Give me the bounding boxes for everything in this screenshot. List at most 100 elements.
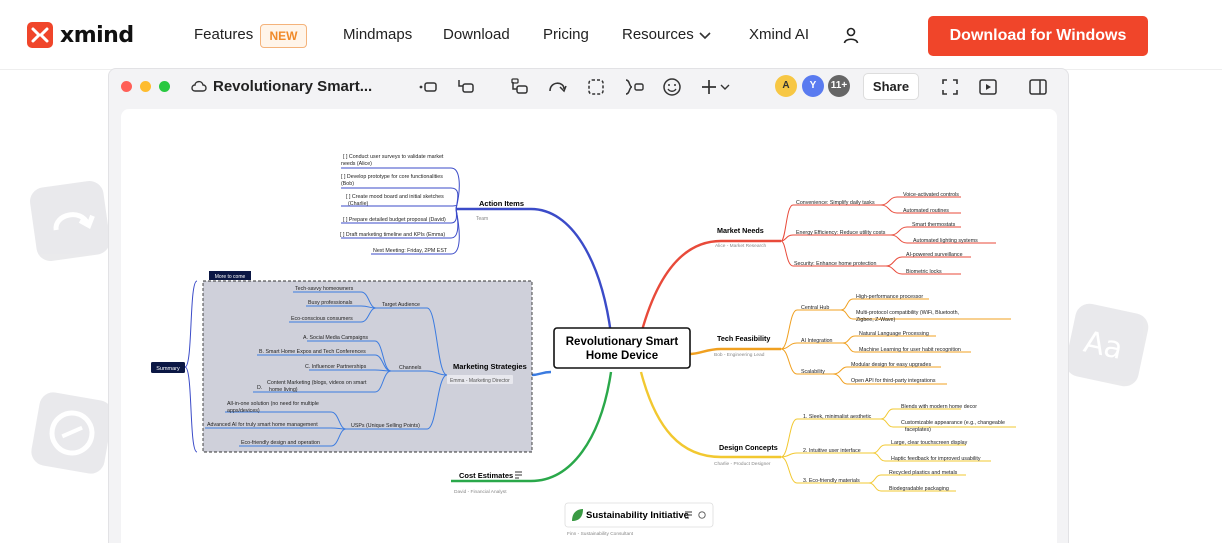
xmind-app-window: Revolutionary Smart... A Y 11+ Share Rev… <box>108 68 1069 543</box>
action-item[interactable]: [ ] Prepare detailed budget proposal (Da… <box>343 217 446 223</box>
share-button[interactable]: Share <box>863 73 919 100</box>
list-item[interactable]: AI-powered surveillance <box>906 252 963 258</box>
avatar[interactable]: A <box>775 75 797 97</box>
list-item[interactable]: Customizable appearance (e.g., changeabl… <box>901 420 1005 426</box>
list-item[interactable]: Biometric locks <box>906 269 942 275</box>
marketing-boundary[interactable] <box>202 280 533 453</box>
subtopic-usps[interactable]: USPs (Unique Selling Points) <box>351 423 420 429</box>
topic-cost-estimates[interactable]: Cost Estimates <box>459 471 513 480</box>
list-item[interactable]: Smart thermostats <box>912 222 956 228</box>
summary-badge[interactable] <box>151 362 185 373</box>
notes-icon[interactable] <box>515 471 522 479</box>
close-window-button[interactable] <box>121 81 132 92</box>
nav-xmind-ai[interactable]: Xmind AI <box>749 26 810 43</box>
nav-pricing[interactable]: Pricing <box>543 26 589 43</box>
fullscreen-icon[interactable] <box>940 77 960 97</box>
pitch-mode-icon[interactable] <box>978 77 998 97</box>
summary-icon[interactable] <box>624 77 644 97</box>
emoji-icon[interactable] <box>662 77 682 97</box>
action-item[interactable]: [ ] Draft marketing timeline and KPIs (E… <box>340 232 445 238</box>
topic-market-needs[interactable]: Market Needs <box>717 226 764 235</box>
relationship-icon[interactable] <box>547 77 567 97</box>
boundary-icon[interactable] <box>586 77 606 97</box>
list-item[interactable]: Automated routines <box>903 208 949 214</box>
minimize-window-button[interactable] <box>140 81 151 92</box>
list-item[interactable]: C. Influencer Partnerships <box>305 364 367 370</box>
boundary-label: More to come <box>215 274 246 280</box>
history-icon[interactable] <box>698 511 706 519</box>
action-item[interactable]: [ ] Conduct user surveys to validate mar… <box>343 154 444 160</box>
list-item[interactable]: Automated lighting systems <box>913 238 978 244</box>
topic-tech-feasibility[interactable]: Tech Feasibility <box>717 334 770 343</box>
subtopic-market[interactable]: Security: Enhance home protection <box>794 261 876 267</box>
list-item[interactable]: Multi-protocol compatibility (WiFi, Blue… <box>856 310 959 316</box>
topic-design-concepts[interactable]: Design Concepts <box>719 443 778 452</box>
download-windows-button[interactable]: Download for Windows <box>928 16 1148 56</box>
list-item[interactable]: A. Social Media Campaigns <box>303 335 368 341</box>
list-item[interactable]: Recycled plastics and metals <box>889 470 958 476</box>
list-item[interactable]: All-in-one solution (no need for multipl… <box>227 401 319 407</box>
chevron-down-icon[interactable] <box>699 28 711 46</box>
insert-parent-icon[interactable] <box>509 77 529 97</box>
list-item[interactable]: Advanced AI for truly smart home managem… <box>207 422 318 428</box>
subtopic-design[interactable]: 1. Sleek, minimalist aesthetic <box>803 414 872 420</box>
subtopic-market[interactable]: Convenience: Simplify daily tasks <box>796 200 875 206</box>
list-item[interactable]: Biodegradable packaging <box>889 486 949 492</box>
add-topic-icon[interactable] <box>418 77 438 97</box>
nav-download[interactable]: Download <box>443 26 510 43</box>
central-topic[interactable] <box>553 327 691 369</box>
xmind-logo-icon <box>27 22 53 48</box>
document-title[interactable]: Revolutionary Smart... <box>213 78 373 95</box>
list-item[interactable]: High-performance processor <box>856 294 923 300</box>
list-item[interactable]: Machine Learning for user habit recognit… <box>859 347 961 353</box>
tech-branches <box>780 298 1011 385</box>
action-item[interactable]: [ ] Develop prototype for core functiona… <box>341 174 443 180</box>
floating-topic-sustainability[interactable] <box>564 502 714 528</box>
action-item[interactable]: [ ] Create mood board and initial sketch… <box>346 194 444 200</box>
list-item[interactable]: Large, clear touchscreen display <box>891 440 968 446</box>
list-item[interactable]: Tech-savvy homeowners <box>295 286 354 292</box>
subtopic-tech[interactable]: AI Integration <box>801 338 833 344</box>
redo-tile-icon <box>28 179 112 263</box>
side-panel-icon[interactable] <box>1028 77 1048 97</box>
mindmap-canvas[interactable]: Revolutionary Smart Home Device Action I… <box>121 109 1057 543</box>
subtopic-channels[interactable]: Channels <box>399 365 422 371</box>
subtopic-target-audience[interactable]: Target Audience <box>382 302 420 308</box>
list-item[interactable]: Eco-conscious consumers <box>291 316 353 322</box>
nav-features[interactable]: Features <box>194 26 254 43</box>
subtopic-design[interactable]: 2. Intuitive user interface <box>803 448 861 454</box>
add-subtopic-icon[interactable] <box>455 77 475 97</box>
svg-text:Aa: Aa <box>1081 325 1126 367</box>
nav-resources[interactable]: Resources <box>622 26 694 43</box>
list-item[interactable]: Haptic feedback for improved usability <box>891 456 981 462</box>
marketing-branches <box>205 291 448 447</box>
maximize-window-button[interactable] <box>159 81 170 92</box>
list-item[interactable]: Eco-friendly design and operation <box>241 440 320 446</box>
subtopic-tech[interactable]: Scalability <box>801 369 825 375</box>
nav-mindmaps[interactable]: Mindmaps <box>343 26 413 43</box>
notes-icon[interactable] <box>685 511 692 519</box>
list-item[interactable]: Natural Language Processing <box>859 331 929 337</box>
leaf-icon <box>572 509 583 521</box>
list-item[interactable]: Busy professionals <box>308 300 353 306</box>
list-item[interactable]: Blends with modern home decor <box>901 404 977 410</box>
list-item[interactable]: Modular design for easy upgrades <box>851 362 931 368</box>
action-item: (Charlie) <box>348 201 369 207</box>
user-icon[interactable] <box>842 26 860 49</box>
subtopic-tech[interactable]: Central Hub <box>801 305 829 311</box>
action-item: (Bob) <box>341 181 354 187</box>
action-item[interactable]: Next Meeting: Friday, 2PM EST <box>373 248 448 254</box>
subtopic-design[interactable]: 3. Eco-friendly materials <box>803 478 860 484</box>
topic-action-items[interactable]: Action Items <box>479 199 524 208</box>
topic-marketing-strategies[interactable]: Marketing Strategies <box>453 362 527 371</box>
insert-icon[interactable] <box>700 77 734 97</box>
boundary-label-badge[interactable] <box>209 271 251 280</box>
list-item[interactable]: Open API for third-party integrations <box>851 378 936 384</box>
list-item[interactable]: Content Marketing (blogs, videos on smar… <box>267 380 367 386</box>
subtopic-market[interactable]: Energy Efficiency: Reduce utility costs <box>796 230 886 236</box>
list-item[interactable]: B. Smart Home Expos and Tech Conferences <box>259 349 366 355</box>
avatar[interactable]: Y <box>802 75 824 97</box>
avatar-more-count[interactable]: 11+ <box>828 75 850 97</box>
list-item[interactable]: Voice-activated controls <box>903 192 959 198</box>
xmind-logo[interactable]: xmind <box>27 22 134 48</box>
